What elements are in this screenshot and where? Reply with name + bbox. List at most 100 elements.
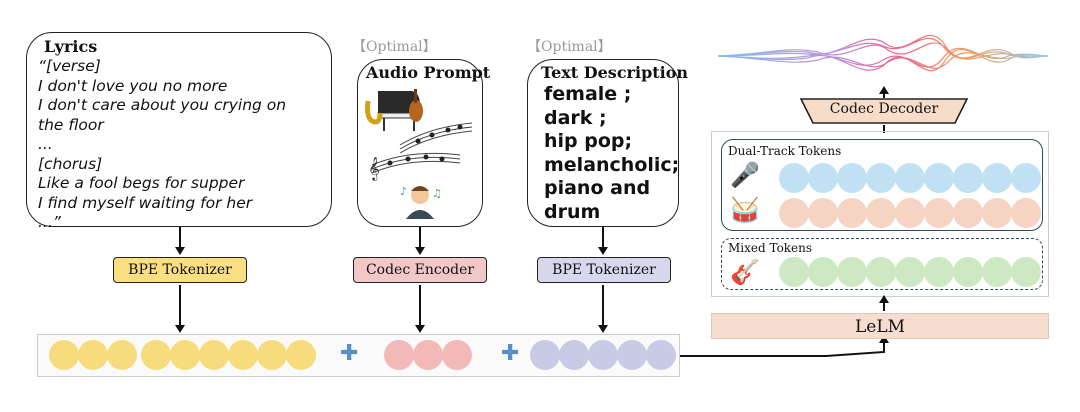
audio-tok-arrow xyxy=(415,325,425,333)
vocal-token xyxy=(895,163,925,193)
text-tok-arrow xyxy=(598,325,608,333)
text-optional-label: 【Optimal】 xyxy=(527,39,612,55)
lyrics-line: I don't care about you crying on xyxy=(38,96,287,114)
description-line: female ; xyxy=(544,83,632,105)
audio-connector xyxy=(419,227,421,249)
accompaniment-token xyxy=(924,198,954,228)
mixed-token xyxy=(982,257,1012,287)
accompaniment-token xyxy=(837,198,867,228)
mixed-token xyxy=(808,257,838,287)
description-line: piano and xyxy=(544,177,651,199)
lyrics-line: “[verse] xyxy=(38,57,101,75)
saxophone-icon xyxy=(365,100,383,125)
lyrics-token xyxy=(107,340,137,370)
strip-to-lelm-connector xyxy=(680,340,885,357)
accompaniment-token xyxy=(779,198,809,228)
lyrics-bpe-tokenizer: BPE Tokenizer xyxy=(113,257,247,283)
vocal-token xyxy=(837,163,867,193)
panel-arrow xyxy=(879,295,889,303)
text-token xyxy=(530,340,560,370)
music-staff-icon xyxy=(371,122,473,174)
mixed-token xyxy=(779,257,809,287)
svg-text:𝄞: 𝄞 xyxy=(368,156,380,181)
svg-text:♫: ♫ xyxy=(432,187,442,200)
accompaniment-token xyxy=(895,198,925,228)
lyrics-line: Like a fool begs for supper xyxy=(38,174,245,192)
band-track-icon: 🥁 xyxy=(730,196,760,224)
lyrics-token xyxy=(199,340,229,370)
lyrics-arrow xyxy=(175,247,185,255)
lyrics-token xyxy=(78,340,108,370)
mixed-track-icon: 🎸 xyxy=(730,258,760,286)
violin-icon xyxy=(409,89,423,122)
vocal-token xyxy=(808,163,838,193)
text-bpe-tokenizer: BPE Tokenizer xyxy=(537,257,671,283)
description-line: melancholic; xyxy=(544,153,680,176)
text-token xyxy=(646,340,676,370)
lyrics-token xyxy=(170,340,200,370)
audio-token xyxy=(442,340,472,370)
codec-decoder-shape xyxy=(799,98,969,124)
description-line: drum xyxy=(544,200,601,223)
audio-token xyxy=(413,340,443,370)
lelm-to-panel-connector xyxy=(883,297,885,311)
audio-waveform xyxy=(718,34,1048,72)
audio-prompt-title: Audio Prompt xyxy=(366,63,491,82)
lyrics-line: ...” xyxy=(38,213,61,231)
plus-icon: ✚ xyxy=(501,341,520,366)
mixed-label: Mixed Tokens xyxy=(728,241,813,255)
lelm-block: LeLM xyxy=(711,313,1049,339)
codec-encoder: Codec Encoder xyxy=(353,257,487,283)
singer-track-icon: 🎤 xyxy=(730,161,760,189)
audio-arrow xyxy=(415,247,425,255)
lyrics-box xyxy=(26,32,332,227)
accompaniment-token xyxy=(866,198,896,228)
lyrics-line: [chorus] xyxy=(38,154,103,173)
text-connector xyxy=(602,227,604,249)
mixed-token xyxy=(837,257,867,287)
description-line: dark ; xyxy=(544,106,607,129)
lyrics-line: the floor xyxy=(38,115,104,134)
text-token xyxy=(617,340,647,370)
lyrics-line: I don't love you no more xyxy=(38,76,228,95)
text-description-box xyxy=(527,59,679,227)
mixed-group xyxy=(721,238,1043,290)
audio-tok-connector xyxy=(419,285,421,327)
text-token xyxy=(559,340,589,370)
lyrics-line: ... xyxy=(38,135,53,153)
codec-decoder-label: Codec Decoder xyxy=(829,101,939,117)
mixed-token xyxy=(924,257,954,287)
lyrics-token xyxy=(228,340,258,370)
mixed-token xyxy=(953,257,983,287)
accompaniment-token xyxy=(982,198,1012,228)
description-line: hip pop; xyxy=(544,130,633,152)
text-arrow xyxy=(598,247,608,255)
vocal-token xyxy=(924,163,954,193)
audio-prompt-illustration: 𝄞 ♪ ♫ xyxy=(365,89,473,219)
accompaniment-token xyxy=(1011,198,1041,228)
accompaniment-token xyxy=(808,198,838,228)
decoder-arrow xyxy=(879,86,889,94)
lyrics-title: Lyrics xyxy=(44,37,98,56)
singer-icon: ♪ ♫ xyxy=(400,185,442,219)
dual-track-group xyxy=(721,139,1043,231)
audio-token xyxy=(384,340,414,370)
plus-icon: ✚ xyxy=(340,341,359,366)
lyrics-token xyxy=(257,340,287,370)
lyrics-token xyxy=(286,340,316,370)
vocal-token xyxy=(953,163,983,193)
panel-to-decoder-connector-2 xyxy=(883,125,885,133)
text-description-title: Text Description xyxy=(541,63,689,82)
text-token xyxy=(588,340,618,370)
lyrics-connector xyxy=(179,227,181,249)
accompaniment-token xyxy=(953,198,983,228)
lelm-arrow xyxy=(879,335,889,343)
vocal-token xyxy=(779,163,809,193)
vocal-token xyxy=(866,163,896,193)
mixed-token xyxy=(866,257,896,287)
lyrics-line: I find myself waiting for her xyxy=(38,193,253,212)
mixed-token xyxy=(1011,257,1041,287)
lyrics-tok-arrow xyxy=(175,325,185,333)
audio-optional-label: 【Optimal】 xyxy=(352,39,437,55)
mixed-token xyxy=(895,257,925,287)
